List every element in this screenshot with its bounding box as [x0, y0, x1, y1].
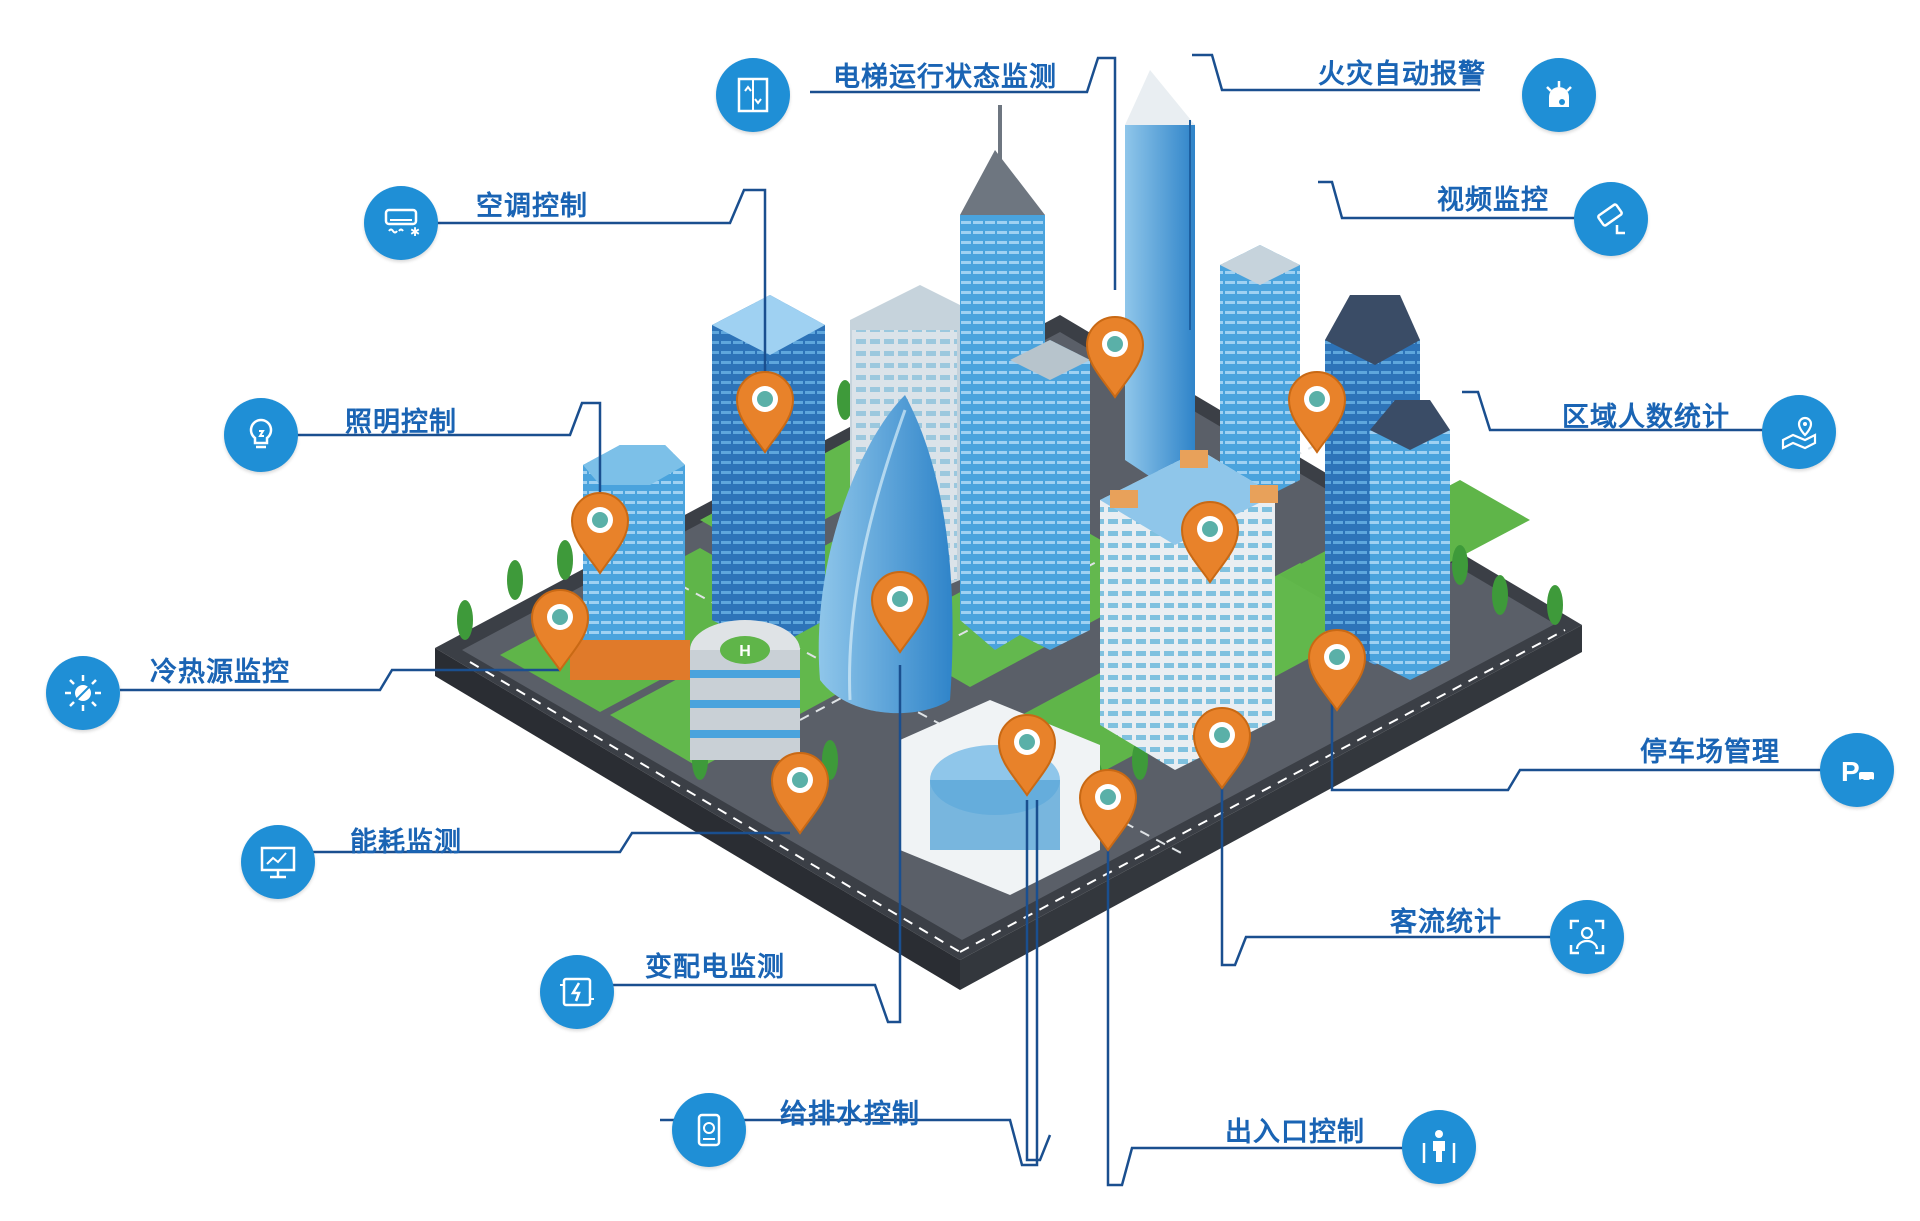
parking-car-icon: P [1820, 733, 1894, 807]
air-conditioner-icon: ✱ [364, 186, 438, 260]
label-video-surveillance: 视频监控 [1437, 185, 1549, 215]
label-hvac-source: 冷热源监控 [150, 657, 290, 687]
snowflake-sun-icon [46, 656, 120, 730]
label-power-distribution: 变配电监测 [645, 952, 785, 982]
label-water-supply: 给排水控制 [780, 1099, 920, 1129]
connector-lines [120, 53, 1840, 1187]
label-entrance-control: 出入口控制 [1225, 1117, 1365, 1147]
face-scan-icon [1550, 900, 1624, 974]
map-pin-icon [1762, 395, 1836, 469]
elevator-icon [716, 58, 790, 132]
monitor-chart-icon [241, 825, 315, 899]
svg-text:H: H [739, 643, 751, 660]
water-meter-icon [672, 1093, 746, 1167]
label-fire-alarm: 火灾自动报警 [1318, 59, 1486, 89]
turnstile-person-icon [1402, 1110, 1476, 1184]
svg-text:P: P [1841, 756, 1860, 787]
label-ac-control: 空调控制 [476, 191, 588, 221]
power-switch-icon [540, 955, 614, 1029]
label-lighting-control: 照明控制 [345, 407, 457, 437]
label-passenger-flow: 客流统计 [1390, 907, 1502, 937]
camera-icon [1574, 182, 1648, 256]
label-parking-management: 停车场管理 [1640, 737, 1780, 767]
svg-text:✱: ✱ [410, 225, 420, 239]
fire-alarm-icon [1522, 58, 1596, 132]
light-bulb-icon [224, 398, 298, 472]
label-area-people-count: 区域人数统计 [1562, 402, 1730, 432]
label-elevator: 电梯运行状态监测 [833, 62, 1057, 92]
label-energy-monitoring: 能耗监测 [350, 827, 462, 857]
